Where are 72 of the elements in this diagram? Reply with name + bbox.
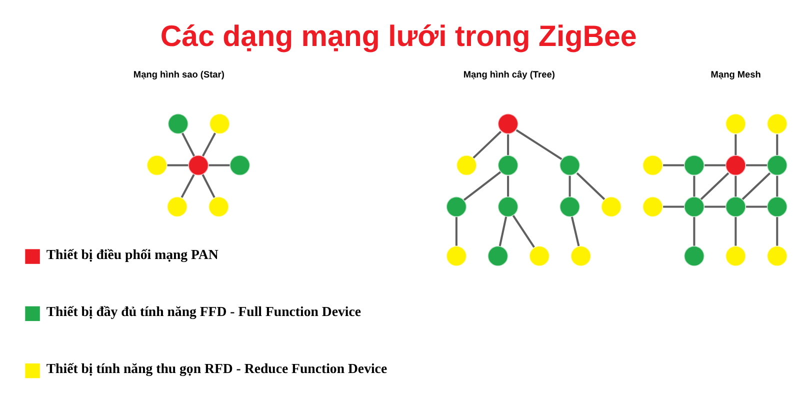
node-circle [497,195,519,218]
connector [746,164,767,166]
connector [734,216,737,246]
node-circle [208,112,230,134]
connector [498,216,508,246]
connector [776,216,778,246]
node-circle [766,195,788,218]
node-circle [497,112,519,134]
node-circle [766,112,788,134]
connector [693,216,696,246]
node-circle [683,195,706,218]
connector [455,216,458,246]
node-circle [188,154,210,176]
connector [507,175,510,196]
diagram-title: Các dạng mạng lưới trong ZigBee [160,20,637,53]
node-circle [497,154,519,176]
connector [463,170,502,200]
connector [704,205,726,208]
connector [202,132,216,156]
legend-label: Thiết bị điều phối mạng PAN [46,246,218,262]
node-circle [487,244,509,266]
node-circle [558,195,581,218]
node-circle [724,154,747,176]
legend-label: Thiết bị đầy đủ tính năng FFD - Full Function Device [46,303,362,318]
node-circle [683,154,706,176]
node-circle [724,244,747,266]
connector [700,172,730,200]
connector [568,175,571,196]
connector [742,172,771,200]
node-circle [528,244,550,266]
node-circle [724,112,747,134]
node-circle [229,154,251,176]
connector [576,172,606,200]
node-circle [558,154,581,176]
node-circle [166,195,188,218]
node-circle [146,154,168,176]
connector [180,174,195,198]
connector [704,164,726,166]
connector [734,134,737,155]
connector [208,164,230,166]
connector [693,175,696,196]
node-circle [600,195,622,218]
connector [746,205,767,208]
connector [516,128,562,160]
label: Mạng hình sao (Star) [133,68,224,79]
node-circle [766,154,788,176]
connector [570,216,580,246]
node-circle [766,244,788,266]
connector [776,134,778,155]
legend-label: Thiết bị tính năng thu gọn RFD - Reduce Function Device [46,360,388,376]
connector [202,174,216,198]
node-circle [683,244,706,266]
connector [167,164,188,166]
node-circle [642,154,664,176]
node-circle [642,195,664,218]
node-circle [446,244,468,266]
node-circle [167,112,189,134]
connector [663,205,684,208]
connector [734,175,737,196]
connector [472,130,502,158]
node-circle [456,154,478,176]
node-circle [446,195,468,218]
connector [182,132,196,156]
node-circle [724,195,747,218]
label: Mạng Mesh [710,68,761,79]
label: Mạng hình cây (Tree) [463,68,555,79]
node-circle [570,244,592,266]
connector [507,134,510,155]
connector [663,164,684,166]
connector [512,214,535,248]
node-circle [208,195,230,218]
connector [776,175,778,196]
